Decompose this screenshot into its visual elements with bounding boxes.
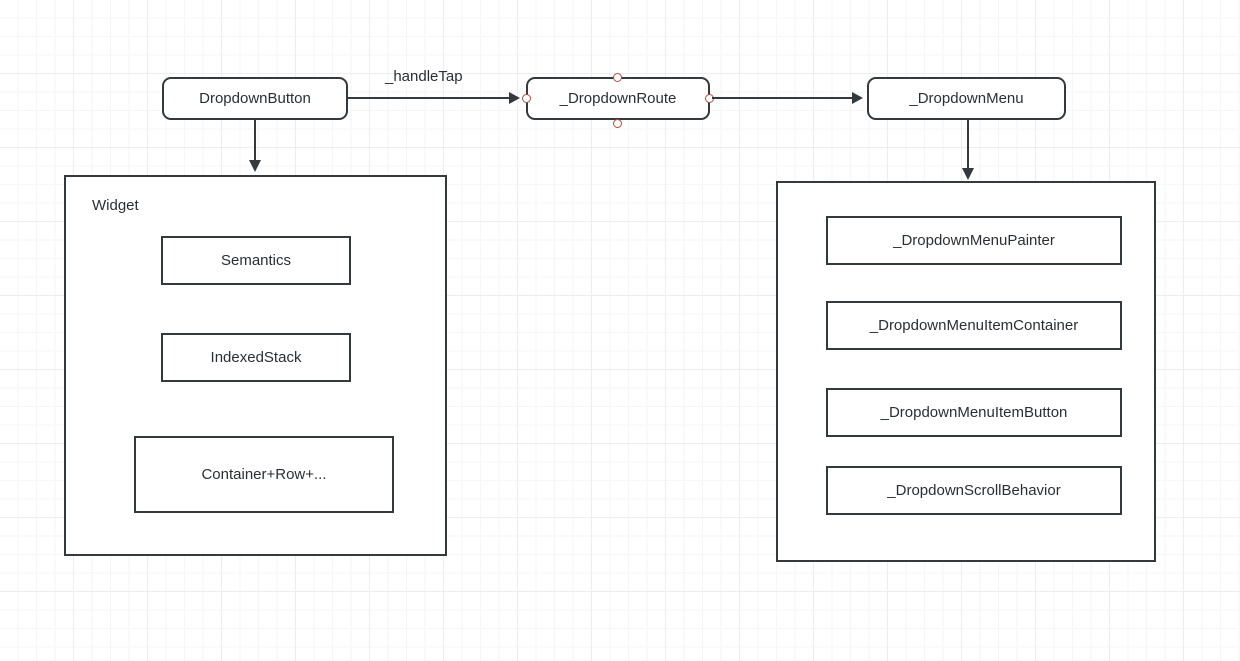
node-label: IndexedStack [210, 348, 302, 366]
node-dropdown-button[interactable]: DropdownButton [162, 77, 348, 120]
node-label: _DropdownScrollBehavior [887, 481, 1061, 499]
edge-route-to-menu-arrowhead [852, 92, 863, 104]
edge-handletap-line [348, 97, 512, 99]
port-bottom-dropdown-route[interactable] [613, 119, 622, 128]
edge-handletap-arrowhead [509, 92, 520, 104]
node-label: _DropdownRoute [559, 89, 677, 107]
node-semantics[interactable]: Semantics [161, 236, 351, 285]
node-container-row[interactable]: Container+Row+... [134, 436, 394, 513]
node-dropdown-scroll-behavior[interactable]: _DropdownScrollBehavior [826, 466, 1122, 515]
node-label: Semantics [220, 251, 292, 269]
edge-route-to-menu-line [712, 97, 854, 99]
node-label: _DropdownMenuItemButton [880, 403, 1068, 421]
node-dropdown-menu-item-container[interactable]: _DropdownMenuItemContainer [826, 301, 1122, 350]
node-label: _DropdownMenuPainter [893, 231, 1055, 249]
node-label: DropdownButton [199, 89, 311, 107]
edge-menu-to-group-arrowhead [962, 168, 974, 180]
edge-label-handletap: _handleTap [385, 68, 463, 85]
port-top-dropdown-route[interactable] [613, 73, 622, 82]
group-widget-label: Widget [92, 197, 139, 214]
edge-button-to-widget-line [254, 120, 256, 165]
node-dropdown-menu-item-button[interactable]: _DropdownMenuItemButton [826, 388, 1122, 437]
node-label: Container+Row+... [201, 465, 327, 483]
node-dropdown-route[interactable]: _DropdownRoute [526, 77, 710, 120]
node-dropdown-menu[interactable]: _DropdownMenu [867, 77, 1066, 120]
port-left-dropdown-route[interactable] [522, 94, 531, 103]
edge-menu-to-group-line [967, 120, 969, 172]
node-dropdown-menu-painter[interactable]: _DropdownMenuPainter [826, 216, 1122, 265]
node-label: _DropdownMenu [909, 89, 1024, 107]
edge-button-to-widget-arrowhead [249, 160, 261, 172]
node-indexed-stack[interactable]: IndexedStack [161, 333, 351, 382]
node-label: _DropdownMenuItemContainer [869, 316, 1079, 334]
